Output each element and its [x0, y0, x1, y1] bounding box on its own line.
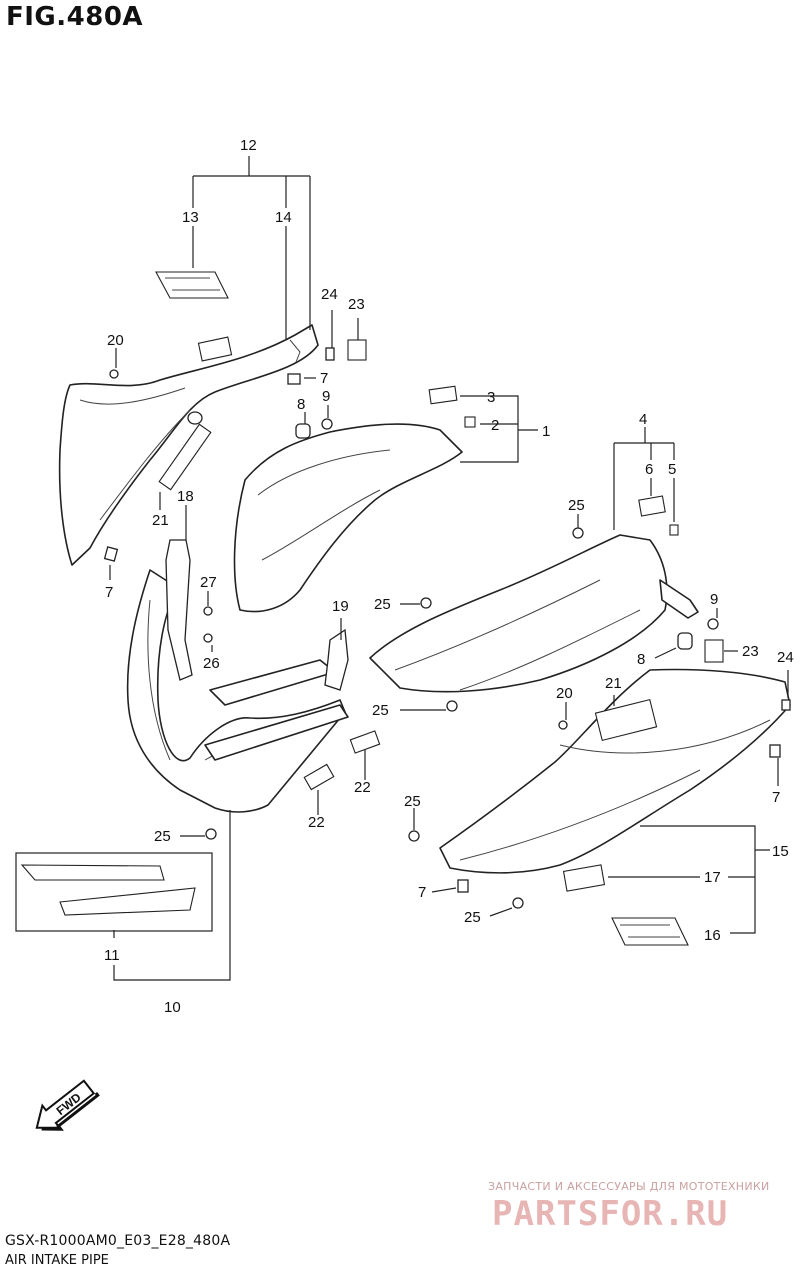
callout-26: 26 — [203, 655, 220, 672]
callout-25b: 25 — [374, 596, 391, 613]
callout-9b: 9 — [710, 591, 718, 608]
panel-11-lower-strip — [59, 887, 196, 916]
leader-lines — [109, 156, 789, 981]
callout-20a: 20 — [107, 332, 124, 349]
figure-name: AIR INTAKE PIPE — [5, 1253, 109, 1268]
callout-8a: 8 — [297, 396, 305, 413]
callout-20b: 20 — [556, 685, 573, 702]
decal-23-left — [347, 339, 367, 361]
callout-24a: 24 — [321, 286, 338, 303]
callout-4: 4 — [639, 411, 647, 428]
callout-25e: 25 — [154, 828, 171, 845]
callout-8b: 8 — [637, 651, 645, 668]
callout-7c: 7 — [772, 789, 780, 806]
callout-25c: 25 — [372, 702, 389, 719]
watermark-brand: PARTSFOR.RU — [492, 1194, 729, 1234]
left-upper-cowl — [58, 324, 319, 566]
callout-12: 12 — [240, 137, 257, 154]
left-lower-cowl — [126, 569, 349, 813]
panel-11-upper-strip — [20, 864, 165, 881]
callout-11: 11 — [104, 947, 120, 964]
decal-21-left — [158, 423, 212, 491]
decal-5 — [669, 524, 679, 536]
callout-22a: 22 — [308, 814, 325, 831]
callout-25d: 25 — [404, 793, 421, 810]
model-code: GSX-R1000AM0_E03_E28_480A — [5, 1233, 231, 1249]
decal-6 — [638, 495, 666, 517]
callout-13: 13 — [182, 209, 199, 226]
callout-9a: 9 — [322, 388, 330, 405]
emblem-13 — [155, 271, 229, 299]
callout-23a: 23 — [348, 296, 365, 313]
callout-27: 27 — [200, 574, 217, 591]
decal-22-left — [303, 763, 335, 791]
callout-1: 1 — [542, 423, 550, 440]
callout-2: 2 — [491, 417, 499, 434]
decal-3 — [428, 385, 458, 405]
callout-16: 16 — [704, 927, 721, 944]
decal-22-right — [349, 730, 381, 754]
fasteners — [103, 347, 791, 909]
callout-24b: 24 — [777, 649, 794, 666]
figure-title: FIG.480A — [6, 2, 144, 32]
left-air-intake-pipe — [233, 423, 463, 613]
decal-14 — [197, 336, 233, 362]
callout-7b: 7 — [105, 584, 113, 601]
callout-19: 19 — [332, 598, 349, 615]
callout-22b: 22 — [354, 779, 371, 796]
callout-15: 15 — [772, 843, 789, 860]
callout-10: 10 — [164, 999, 181, 1016]
callout-numbers: 12 13 14 24 23 20 7 8 9 3 2 1 4 6 5 18 2… — [104, 137, 794, 1016]
callout-23b: 23 — [742, 643, 759, 660]
callout-5: 5 — [668, 461, 676, 478]
watermark-tagline: ЗАПЧАСТИ И АКСЕССУАРЫ ДЛЯ МОТОТЕХНИКИ — [488, 1180, 770, 1193]
callout-17: 17 — [704, 869, 721, 886]
callout-14: 14 — [275, 209, 292, 226]
decal-2 — [464, 416, 476, 428]
decal-23-right — [704, 639, 724, 663]
callout-21b: 21 — [605, 675, 622, 692]
right-side-cowl — [439, 668, 791, 874]
decal-17 — [562, 864, 606, 892]
callout-25a: 25 — [568, 497, 585, 514]
emblem-16 — [611, 917, 689, 946]
callout-7d: 7 — [418, 884, 426, 901]
callout-7a: 7 — [320, 370, 328, 387]
right-air-intake-pipe — [369, 534, 699, 693]
callout-18: 18 — [177, 488, 194, 505]
callout-6: 6 — [645, 461, 653, 478]
callout-21a: 21 — [152, 512, 169, 529]
callout-3: 3 — [487, 389, 495, 406]
fwd-arrow-icon: FWD — [35, 1079, 100, 1131]
callout-25f: 25 — [464, 909, 481, 926]
decal-21-right — [594, 698, 658, 742]
